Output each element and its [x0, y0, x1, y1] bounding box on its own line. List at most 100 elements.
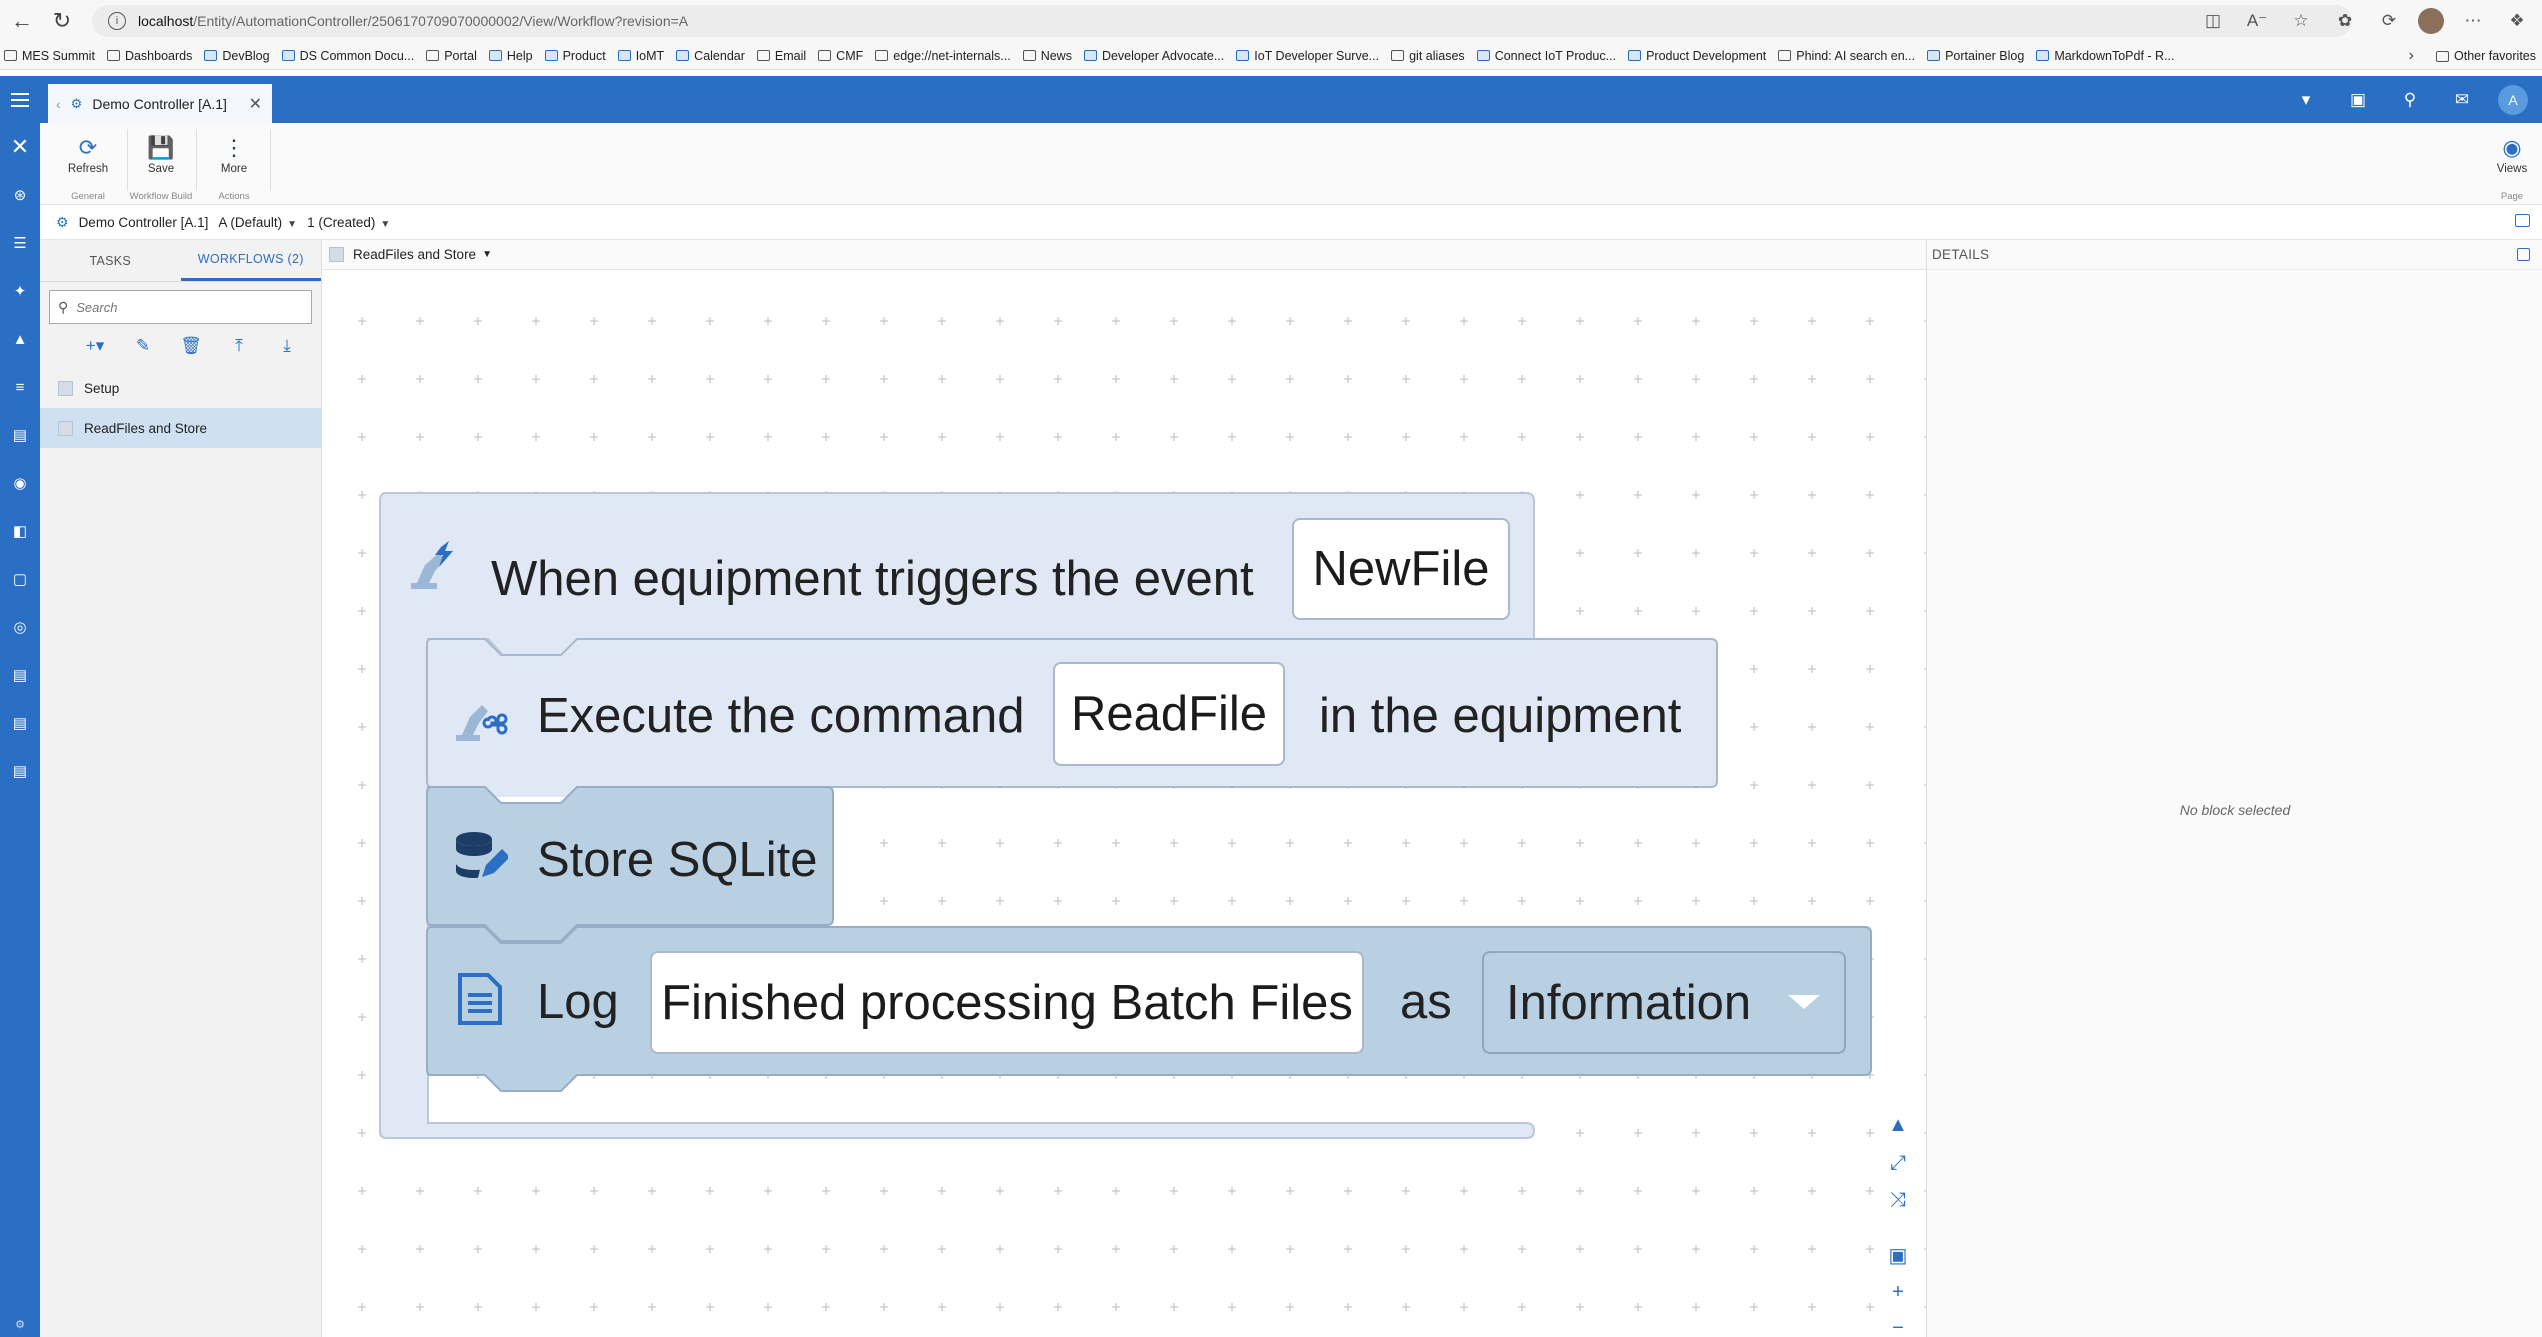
search-icon[interactable]: ⚲: [2403, 89, 2417, 109]
delete-icon[interactable]: 🗑: [180, 336, 202, 355]
bookmark[interactable]: CMF: [814, 49, 871, 63]
profile-avatar[interactable]: [2418, 8, 2444, 34]
browser-menu-icon[interactable]: ⋯: [2464, 11, 2482, 30]
tab-tasks[interactable]: TASKS: [89, 253, 132, 268]
bookmark[interactable]: Developer Advocate...: [1080, 49, 1232, 63]
tab-workflows[interactable]: WORKFLOWS (2): [180, 240, 321, 281]
app-header: ‹ ⚙ Demo Controller [A.1] ✕ ▾ ▣ ⚲ ✉ A: [0, 76, 2542, 123]
list-item-readfiles-and-store[interactable]: ReadFiles and Store: [40, 408, 321, 448]
nav-icon-11[interactable]: ▤: [12, 667, 28, 684]
bookmark[interactable]: edge://net-internals...: [871, 49, 1018, 63]
chat-icon[interactable]: ✉: [2454, 89, 2470, 109]
bookmark[interactable]: MES Summit: [0, 49, 103, 63]
bookmark[interactable]: Help: [485, 49, 541, 63]
nav-icon-13[interactable]: ▤: [12, 763, 28, 780]
details-panel: DETAILS No block selected: [1926, 240, 2542, 1337]
version-selector[interactable]: 1 (Created)▼: [307, 214, 391, 230]
bookmark[interactable]: News: [1019, 49, 1080, 63]
add-icon[interactable]: +▾: [85, 336, 105, 355]
command-name-field[interactable]: ReadFile: [1053, 662, 1285, 766]
chevron-left-icon[interactable]: ‹: [56, 95, 61, 112]
bookmark[interactable]: Product Development: [1624, 49, 1774, 63]
bookmark[interactable]: IoMT: [614, 49, 672, 63]
chevron-down-icon[interactable]: ▼: [482, 249, 492, 260]
bookmark[interactable]: DS Common Docu...: [278, 49, 423, 63]
refresh-extension-icon[interactable]: ⟳: [2381, 11, 2397, 30]
canvas-header: ReadFiles and Store ▼: [323, 240, 1926, 270]
bookmark[interactable]: Connect IoT Produc...: [1473, 49, 1624, 63]
log-message-field[interactable]: Finished processing Batch Files: [650, 951, 1364, 1054]
log-level-dropdown[interactable]: Information: [1482, 951, 1846, 1054]
chart-icon[interactable]: ▤: [12, 427, 28, 444]
browser-toolbar: ← ↻ i localhost/Entity/AutomationControl…: [0, 0, 2542, 42]
views-button[interactable]: ◉ Views: [2496, 135, 2528, 175]
nav-icon-3[interactable]: ✦: [13, 283, 27, 300]
chevron-down-icon[interactable]: ▾: [2301, 89, 2311, 109]
document-tab[interactable]: ‹ ⚙ Demo Controller [A.1] ✕: [48, 84, 272, 123]
ribbon-separator: [196, 129, 197, 191]
bookmark[interactable]: Email: [753, 49, 814, 63]
nav-icon-1[interactable]: ⊛: [13, 187, 27, 204]
bookmark[interactable]: DevBlog: [200, 49, 277, 63]
bookmark-icon[interactable]: ▲: [1881, 1108, 1915, 1142]
address-bar[interactable]: i localhost/Entity/AutomationController/…: [92, 5, 2352, 37]
refresh-button[interactable]: ⟳ Refresh: [67, 135, 109, 175]
bookmark[interactable]: Phind: AI search en...: [1774, 49, 1923, 63]
bookmark[interactable]: MarkdownToPdf - R...: [2032, 49, 2182, 63]
reload-icon[interactable]: ↻: [52, 8, 72, 33]
other-favorites[interactable]: Other favorites: [2428, 42, 2536, 69]
list-item-setup[interactable]: Setup: [40, 368, 321, 408]
nav-icon-4[interactable]: ▲: [12, 330, 28, 348]
settings-icon[interactable]: ⚙: [15, 1319, 25, 1331]
nav-icon-8[interactable]: ◧: [12, 523, 28, 540]
nav-icon-2[interactable]: ☰: [13, 235, 27, 252]
nav-icon-12[interactable]: ▤: [12, 715, 28, 732]
close-icon[interactable]: ✕: [10, 134, 30, 159]
bookmark[interactable]: Portal: [422, 49, 485, 63]
zoom-out-icon[interactable]: −: [1881, 1311, 1915, 1337]
collapse-panel-icon[interactable]: [2517, 248, 2530, 261]
edit-icon[interactable]: ✎: [135, 336, 151, 355]
hamburger-menu-icon[interactable]: [0, 76, 40, 123]
expand-icon[interactable]: ⤢: [1881, 1146, 1915, 1180]
save-button[interactable]: 💾 Save: [147, 135, 175, 175]
bookmark[interactable]: Calendar: [672, 49, 753, 63]
workflow-canvas[interactable]: When equipment triggers the event NewFil…: [323, 271, 1926, 1337]
split-screen-icon[interactable]: ◫: [2204, 11, 2222, 30]
info-icon[interactable]: i: [108, 12, 126, 30]
workflow-selector[interactable]: ReadFiles and Store: [353, 247, 477, 262]
extension-icon[interactable]: ✿: [2337, 11, 2353, 30]
nav-icon-5[interactable]: ≡: [15, 378, 25, 396]
bookmark[interactable]: Portainer Blog: [1923, 49, 2032, 63]
back-icon[interactable]: ←: [11, 8, 33, 33]
workflow-checkbox[interactable]: [58, 420, 73, 436]
event-name-field[interactable]: NewFile: [1292, 518, 1510, 620]
collapse-icon[interactable]: ⤨: [1881, 1183, 1915, 1217]
move-up-icon[interactable]: ⤒: [235, 336, 243, 355]
favorite-star-icon[interactable]: ☆: [2293, 11, 2309, 30]
fit-to-screen-icon[interactable]: ▣: [1881, 1238, 1915, 1272]
zoom-in-icon[interactable]: +: [1881, 1275, 1915, 1309]
panel-toggle-icon[interactable]: [2515, 214, 2530, 227]
revision-selector[interactable]: A (Default)▼: [218, 214, 298, 230]
copilot-icon[interactable]: ❖: [2509, 11, 2525, 30]
bookmark[interactable]: Product: [541, 49, 614, 63]
search-input[interactable]: [76, 299, 277, 315]
read-aloud-icon[interactable]: A⁻: [2246, 11, 2268, 30]
bookmark[interactable]: Dashboards: [103, 49, 200, 63]
bookmark[interactable]: git aliases: [1387, 49, 1473, 63]
bookmark[interactable]: IoT Developer Surve...: [1232, 49, 1387, 63]
more-button[interactable]: ⋮ More: [220, 135, 248, 175]
move-down-icon[interactable]: ⤓: [283, 336, 291, 355]
workflow-checkbox[interactable]: [329, 247, 344, 262]
nav-icon-9[interactable]: ▢: [12, 571, 28, 588]
close-icon[interactable]: ✕: [248, 95, 262, 113]
nav-icon-7[interactable]: ◉: [13, 475, 27, 492]
bookmark-icon: [1236, 50, 1250, 61]
phind-icon: [1778, 50, 1792, 61]
fullscreen-icon[interactable]: ▣: [2349, 89, 2367, 109]
workflow-checkbox[interactable]: [58, 380, 73, 396]
chevron-right-icon[interactable]: ›: [2400, 42, 2422, 69]
nav-icon-10[interactable]: ◎: [13, 619, 27, 636]
user-avatar[interactable]: A: [2498, 84, 2528, 115]
